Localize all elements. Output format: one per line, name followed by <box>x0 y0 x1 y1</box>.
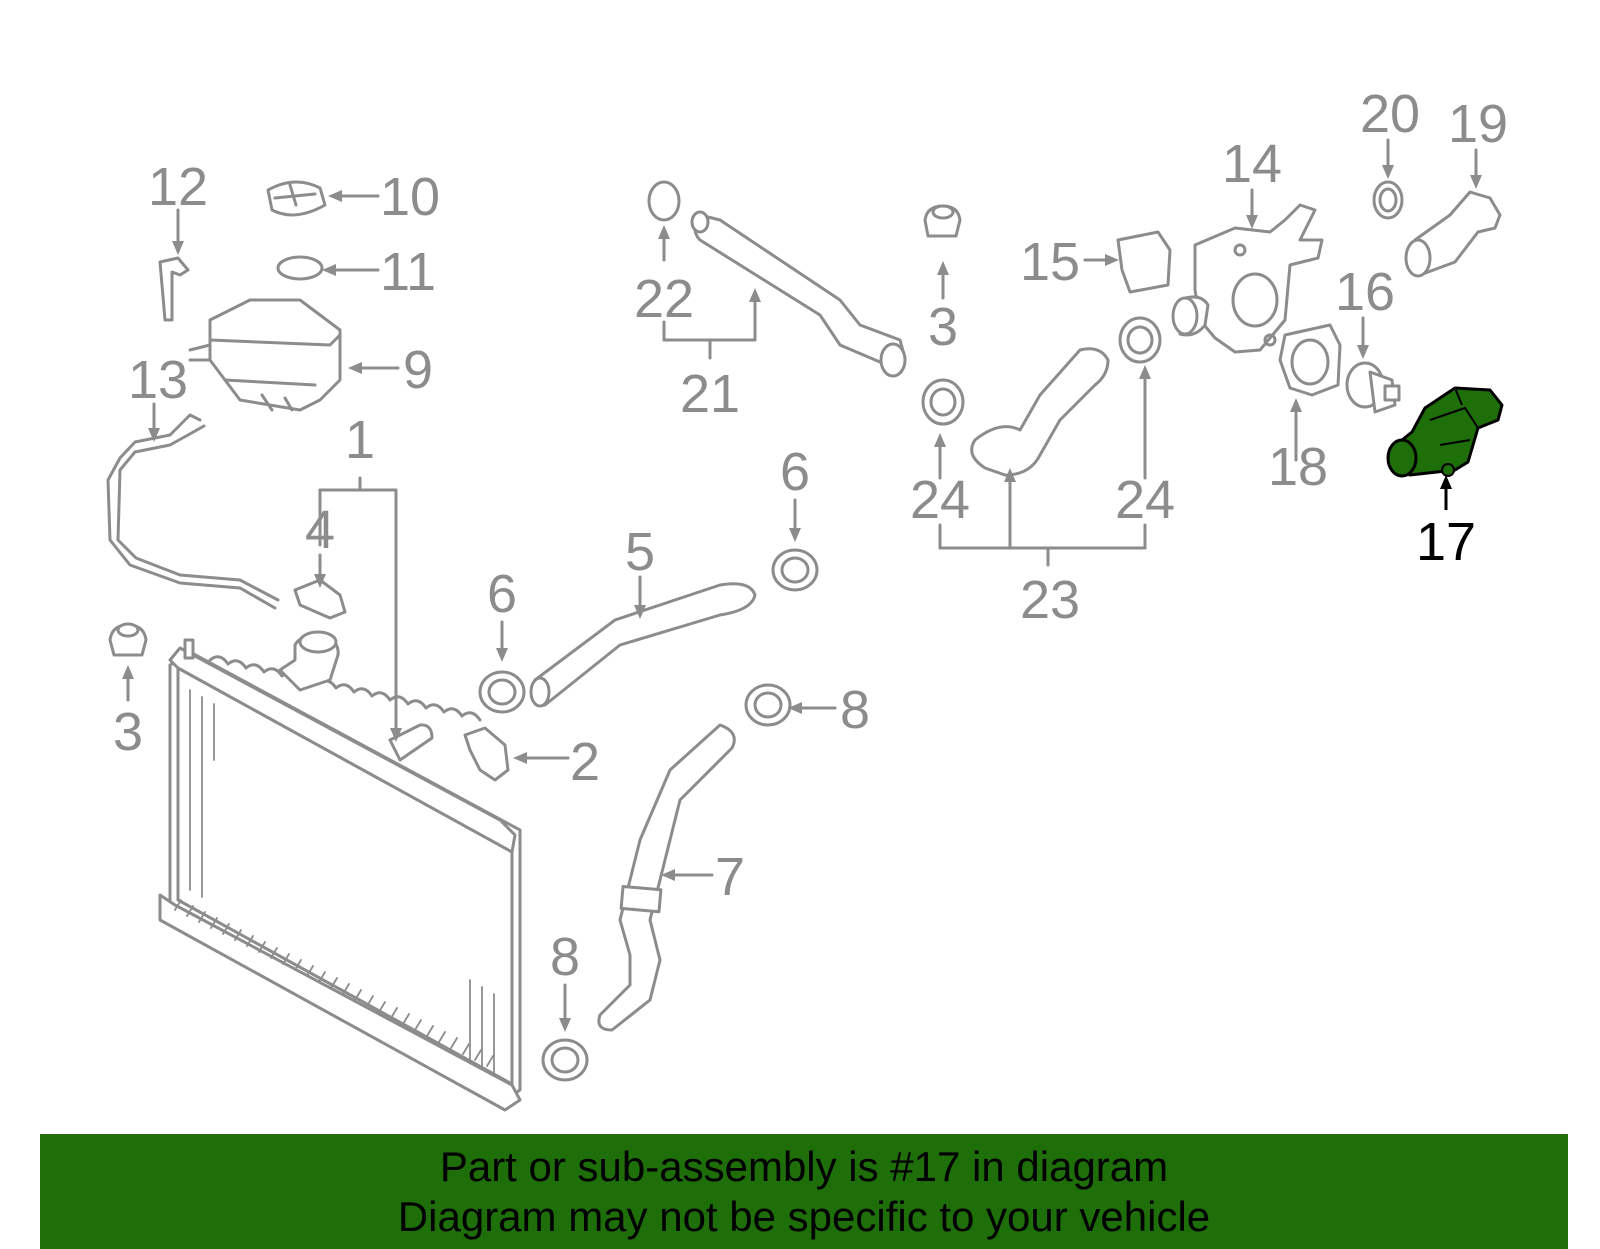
bracket-12 <box>158 256 190 322</box>
label-3-upper: 3 <box>928 297 958 357</box>
label-24-right: 24 <box>1115 470 1175 530</box>
label-7: 7 <box>715 847 745 907</box>
label-24-left: 24 <box>910 470 970 530</box>
label-3-left: 3 <box>113 702 143 762</box>
o-ring-11 <box>276 255 324 281</box>
clamp-8b <box>541 1038 589 1082</box>
clamp-24a <box>921 378 965 426</box>
banner-line-part: Part or sub-assembly is #17 in diagram <box>439 1143 1169 1190</box>
clamp-8a <box>744 683 792 727</box>
banner-line-disclaimer: Diagram may not be specific to your vehi… <box>397 1193 1211 1240</box>
clamp-24b <box>1118 316 1162 364</box>
label-10: 10 <box>380 167 440 227</box>
label-6-right: 6 <box>780 442 810 502</box>
label-21: 21 <box>680 364 740 424</box>
clamp-6b <box>771 548 819 592</box>
label-11: 11 <box>380 242 436 302</box>
arrowheads <box>122 165 1482 1032</box>
label-5: 5 <box>625 522 655 582</box>
label-6-left: 6 <box>487 564 517 624</box>
label-23: 23 <box>1020 570 1080 630</box>
label-15: 15 <box>1020 232 1080 292</box>
gasket-18 <box>1278 323 1342 397</box>
highlight-banner: Part or sub-assembly is #17 in diagram D… <box>40 1134 1568 1249</box>
water-pipe-21 <box>690 210 907 378</box>
radiator <box>158 630 522 1112</box>
clamp-6a <box>478 670 526 714</box>
label-18: 18 <box>1268 437 1328 497</box>
mount-bushing-left <box>108 622 148 657</box>
label-13: 13 <box>128 350 188 410</box>
overflow-hose <box>106 413 277 610</box>
thermostat-16 <box>1345 361 1401 414</box>
label-22: 22 <box>634 269 694 329</box>
reservoir-cap <box>266 180 327 217</box>
label-19: 19 <box>1448 94 1508 154</box>
mount-bushing-upper <box>923 204 962 238</box>
lower-hose <box>597 723 736 1032</box>
label-17-highlighted: 17 <box>1416 512 1476 572</box>
bypass-hose-23 <box>970 347 1110 477</box>
bracket-2 <box>463 726 510 782</box>
label-4: 4 <box>305 500 335 560</box>
reservoir-tank <box>188 298 342 412</box>
gasket-15 <box>1116 230 1172 294</box>
label-16: 16 <box>1335 262 1395 322</box>
label-9: 9 <box>403 340 433 400</box>
label-1: 1 <box>345 410 375 470</box>
o-ring-22 <box>647 180 681 222</box>
label-20: 20 <box>1360 84 1420 144</box>
fitting-19 <box>1404 190 1502 278</box>
callout-labels: 1 4 10 11 9 12 13 3 2 6 5 6 8 7 8 22 21 … <box>113 84 1508 987</box>
label-8-lower: 8 <box>550 927 580 987</box>
upper-hose <box>529 582 757 708</box>
label-14: 14 <box>1222 134 1282 194</box>
label-12: 12 <box>148 157 208 217</box>
label-2: 2 <box>570 732 600 792</box>
thermostat-housing-17 <box>1386 386 1504 478</box>
label-8-upper: 8 <box>840 680 870 740</box>
water-outlet-14 <box>1171 203 1324 354</box>
seal-20 <box>1372 180 1404 220</box>
